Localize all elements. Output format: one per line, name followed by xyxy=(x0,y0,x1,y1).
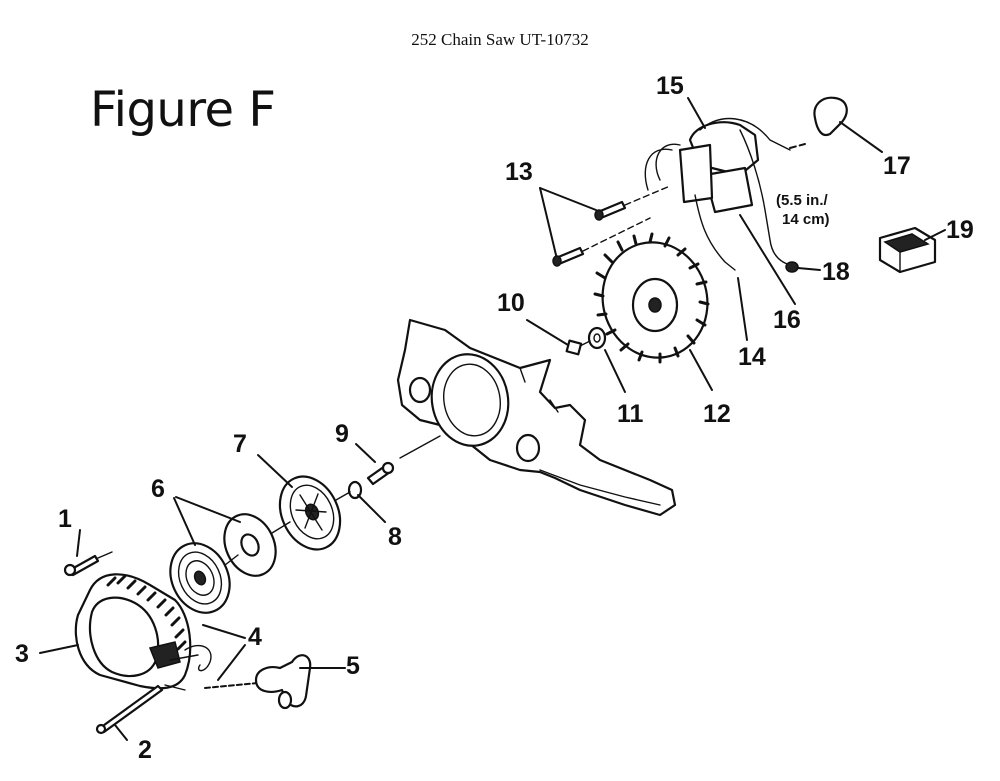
part-washer-11 xyxy=(587,326,607,350)
leader-lines xyxy=(39,97,946,741)
part-pulley xyxy=(278,475,342,551)
callout-3: 3 xyxy=(15,640,29,668)
callout-10: 10 xyxy=(497,289,525,317)
part-ignition-module xyxy=(644,117,806,271)
wire-length-line-1: (5.5 in./ xyxy=(776,192,829,209)
part-stop-switch xyxy=(878,226,937,274)
callout-16: 16 xyxy=(773,306,801,334)
callout-9: 9 xyxy=(335,420,349,448)
callout-13: 13 xyxy=(505,158,533,186)
part-recoil-spring xyxy=(169,542,231,614)
document-title: 252 Chain Saw UT-10732 xyxy=(411,30,589,49)
callout-17: 17 xyxy=(883,152,911,180)
part-starter-housing xyxy=(74,573,199,691)
callout-11: 11 xyxy=(617,400,644,428)
part-screw-9 xyxy=(366,461,395,486)
callout-7: 7 xyxy=(233,430,247,458)
figure-title: Figure F xyxy=(90,82,276,138)
part-nut-10 xyxy=(565,339,583,356)
callout-5: 5 xyxy=(346,652,360,680)
assembly-lines xyxy=(224,340,591,566)
callout-2: 2 xyxy=(138,736,152,764)
callout-6: 6 xyxy=(151,475,165,503)
callout-8: 8 xyxy=(388,523,402,551)
part-washer xyxy=(223,513,277,577)
callout-1: 1 xyxy=(58,505,72,533)
callout-4: 4 xyxy=(248,623,262,651)
part-fan-housing xyxy=(396,318,677,517)
wire-length-note: (5.5 in./ 14 cm) xyxy=(776,192,830,228)
part-spark-plug-boot xyxy=(813,96,848,137)
part-starter-handle xyxy=(254,654,312,710)
part-screw-1 xyxy=(63,551,113,577)
wire-length-line-2: 14 cm) xyxy=(782,211,830,228)
part-screw-2 xyxy=(95,684,164,735)
callout-15: 15 xyxy=(656,72,684,100)
callout-19: 19 xyxy=(946,216,974,244)
callout-12: 12 xyxy=(703,400,731,428)
part-starter-rope xyxy=(184,644,259,689)
part-wire-terminal xyxy=(785,261,799,273)
callout-14: 14 xyxy=(738,343,766,371)
callout-labels: 1 2 3 4 5 6 7 8 9 10 11 12 13 14 15 16 1… xyxy=(15,72,974,764)
callout-18: 18 xyxy=(822,258,850,286)
part-screws-13 xyxy=(552,185,671,267)
part-flywheel xyxy=(593,232,710,364)
